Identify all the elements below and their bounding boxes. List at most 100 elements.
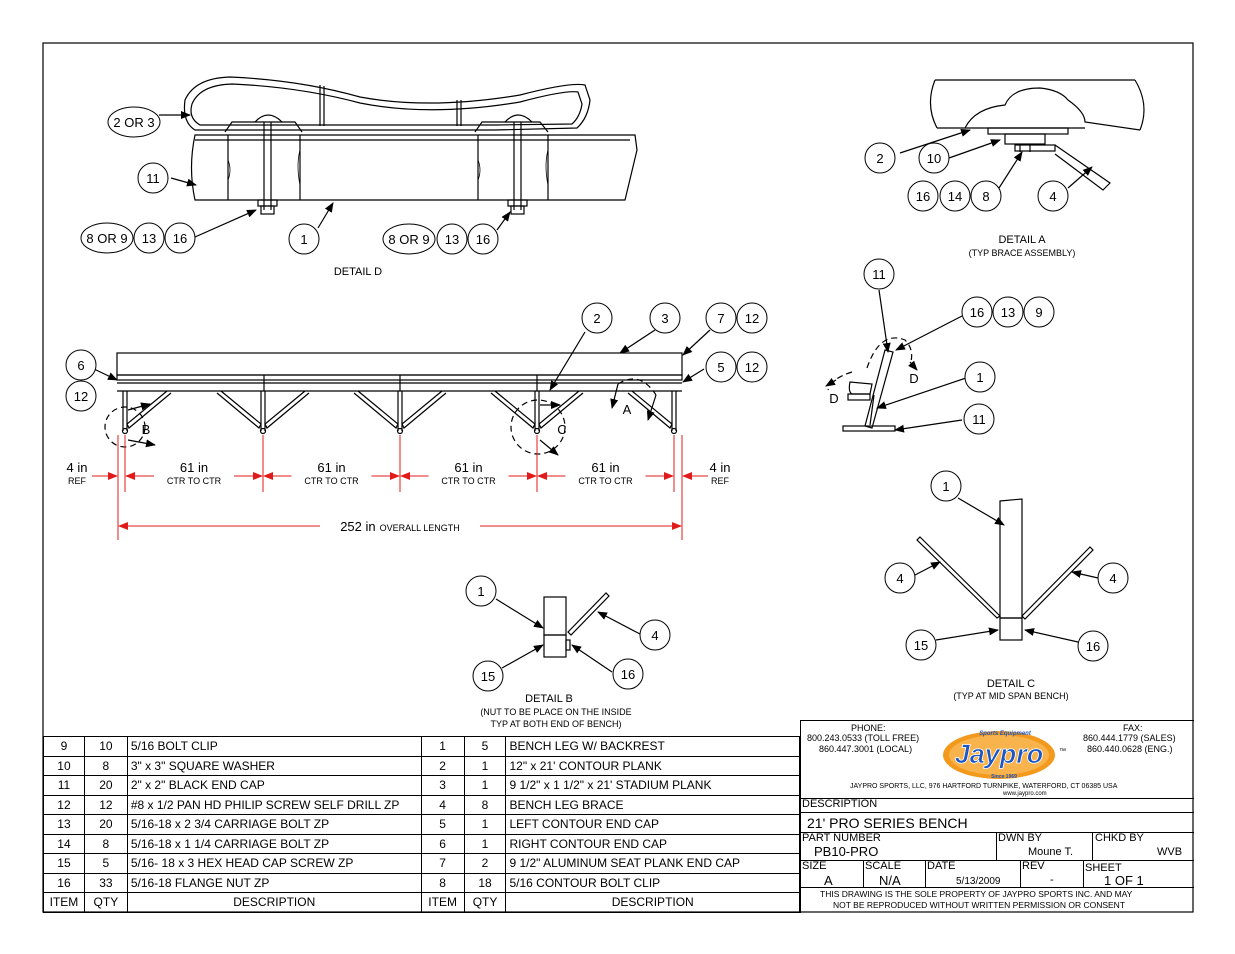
side-view-balloons: 11 16 13 9 1 11 D D (829, 258, 1055, 435)
bom-header-cell: DESCRIPTION (126, 892, 422, 913)
bom-description: 3" x 3" SQUARE WASHER (126, 755, 422, 776)
balloon-label: 1 (942, 479, 949, 494)
balloon-label: 13 (142, 231, 156, 246)
company-website: www.jaypro.com (1003, 791, 1047, 797)
bom-item: 1 (420, 736, 465, 757)
detail-b-note-1: (NUT TO BE PLACE ON THE INSIDE (480, 707, 631, 717)
bom-item: 6 (420, 833, 465, 854)
side-view (825, 289, 967, 433)
bom-qty: 8 (463, 794, 507, 815)
detail-b-balloons: 1 4 15 16 DETAIL B (NUT TO BE PLACE ON T… (465, 575, 671, 729)
bom-description: 5/16 CONTOUR BOLT CLIP (505, 872, 800, 893)
title-block: PHONE: 800.243.0533 (TOLL FREE) 860.447.… (800, 720, 1194, 913)
logo-since: Since 1969 (991, 774, 1017, 780)
bom-description: 5/16- 18 x 3 HEX HEAD CAP SCREW ZP (126, 853, 422, 874)
bom-item: 2 (420, 755, 465, 776)
bom-description: BENCH LEG W/ BACKREST (505, 736, 800, 757)
bom-description: 5/16-18 FLANGE NUT ZP (126, 872, 422, 893)
bom-header-cell: ITEM (420, 892, 465, 913)
bom-qty: 20 (83, 775, 128, 796)
balloon-label: 16 (970, 305, 984, 320)
balloon-label: 11 (146, 171, 160, 186)
leg-brace (401, 390, 447, 429)
scale-label: SCALE (865, 860, 902, 872)
bom-header-cell: QTY (83, 892, 128, 913)
balloon-label: 9 (1035, 305, 1042, 320)
dim-span-value: 61 in (180, 460, 208, 475)
detail-c-caption: DETAIL C (987, 678, 1035, 690)
bom-qty: 8 (83, 833, 128, 854)
rev-value: - (1050, 874, 1054, 886)
jaypro-logo: Sports Equipment Jaypro ™ Since 1969 (943, 731, 1066, 780)
bom-item: 10 (43, 755, 85, 776)
logo-trademark: ™ (1059, 748, 1066, 755)
sheet-label: SHEET (1085, 862, 1122, 874)
balloon-label: 4 (1109, 571, 1116, 586)
leg-brace (264, 390, 310, 429)
balloon-label: 2 (876, 151, 883, 166)
balloon-label: 8 (982, 189, 989, 204)
balloon-label: 13 (1001, 305, 1015, 320)
detail-b-caption: DETAIL B (525, 693, 573, 705)
sheet-value: 1 OF 1 (1104, 873, 1144, 888)
bom-item: 11 (43, 775, 85, 796)
size-value: A (824, 873, 833, 888)
detail-c-balloons: 1 4 4 15 16 DETAIL C (TYP AT MID SPAN BE… (884, 470, 1129, 701)
fax-eng: 860.440.0628 (ENG.) (1087, 744, 1173, 754)
balloon-label: 7 (717, 311, 724, 326)
company-address: JAYPRO SPORTS, LLC, 976 HARTFORD TURNPIK… (850, 783, 1118, 790)
dim-span-label: CTR TO CTR (167, 476, 222, 486)
leg-foot (396, 427, 404, 435)
bom-item: 15 (43, 853, 85, 874)
bom-header-cell: ITEM (43, 892, 85, 913)
view-label-c: C (557, 422, 566, 437)
balloon-label: 8 OR 9 (388, 232, 429, 247)
leg-foot (121, 427, 129, 435)
dim-span-value: 61 in (591, 460, 619, 475)
bom-description: LEFT CONTOUR END CAP (505, 814, 800, 835)
bom-item: 13 (43, 814, 85, 835)
ownership-notice-2: NOT BE REPRODUCED WITHOUT WRITTEN PERMIS… (833, 900, 1126, 910)
bom-qty: 5 (83, 853, 128, 874)
bom-item: 9 (43, 736, 85, 757)
bom-description: RIGHT CONTOUR END CAP (505, 833, 800, 854)
bom-item: 7 (420, 853, 465, 874)
date-label: DATE (927, 860, 956, 872)
bom-description: 5/16-18 x 1 1/4 CARRIAGE BOLT ZP (126, 833, 422, 854)
balloon-label: 12 (745, 360, 759, 375)
balloon-label: 15 (914, 638, 928, 653)
bom-qty: 33 (83, 872, 128, 893)
dim-ref-left: REF (68, 476, 87, 486)
size-label: SIZE (802, 860, 827, 872)
bom-qty: 20 (83, 814, 128, 835)
fax-sales: 860.444.1779 (SALES) (1083, 733, 1176, 743)
view-label-d: D (909, 371, 918, 386)
detail-b (495, 592, 641, 673)
balloon-label: 2 (593, 311, 600, 326)
rev-label: REV (1022, 860, 1045, 872)
bom-description: 2" x 2" BLACK END CAP (126, 775, 422, 796)
bom-item: 3 (420, 775, 465, 796)
balloon-label: 4 (1049, 189, 1056, 204)
leg-brace (216, 390, 262, 429)
balloon-label: 3 (661, 311, 668, 326)
drawn-by-value: Moune T. (1028, 846, 1074, 858)
view-label-b: B (142, 422, 151, 437)
balloon-label: 14 (948, 189, 962, 204)
detail-d (159, 76, 638, 238)
detail-c-subcaption: (TYP AT MID SPAN BENCH) (953, 691, 1068, 701)
bom-item: 16 (43, 872, 85, 893)
bom-qty: 1 (463, 755, 507, 776)
balloon-label: 4 (896, 571, 903, 586)
checked-by-label: CHKD BY (1095, 832, 1144, 844)
balloon-label: 2 OR 3 (113, 115, 154, 130)
leg-brace (353, 390, 399, 429)
detail-a-caption: DETAIL A (998, 234, 1046, 246)
bom-description: 5/16 BOLT CLIP (126, 736, 422, 757)
